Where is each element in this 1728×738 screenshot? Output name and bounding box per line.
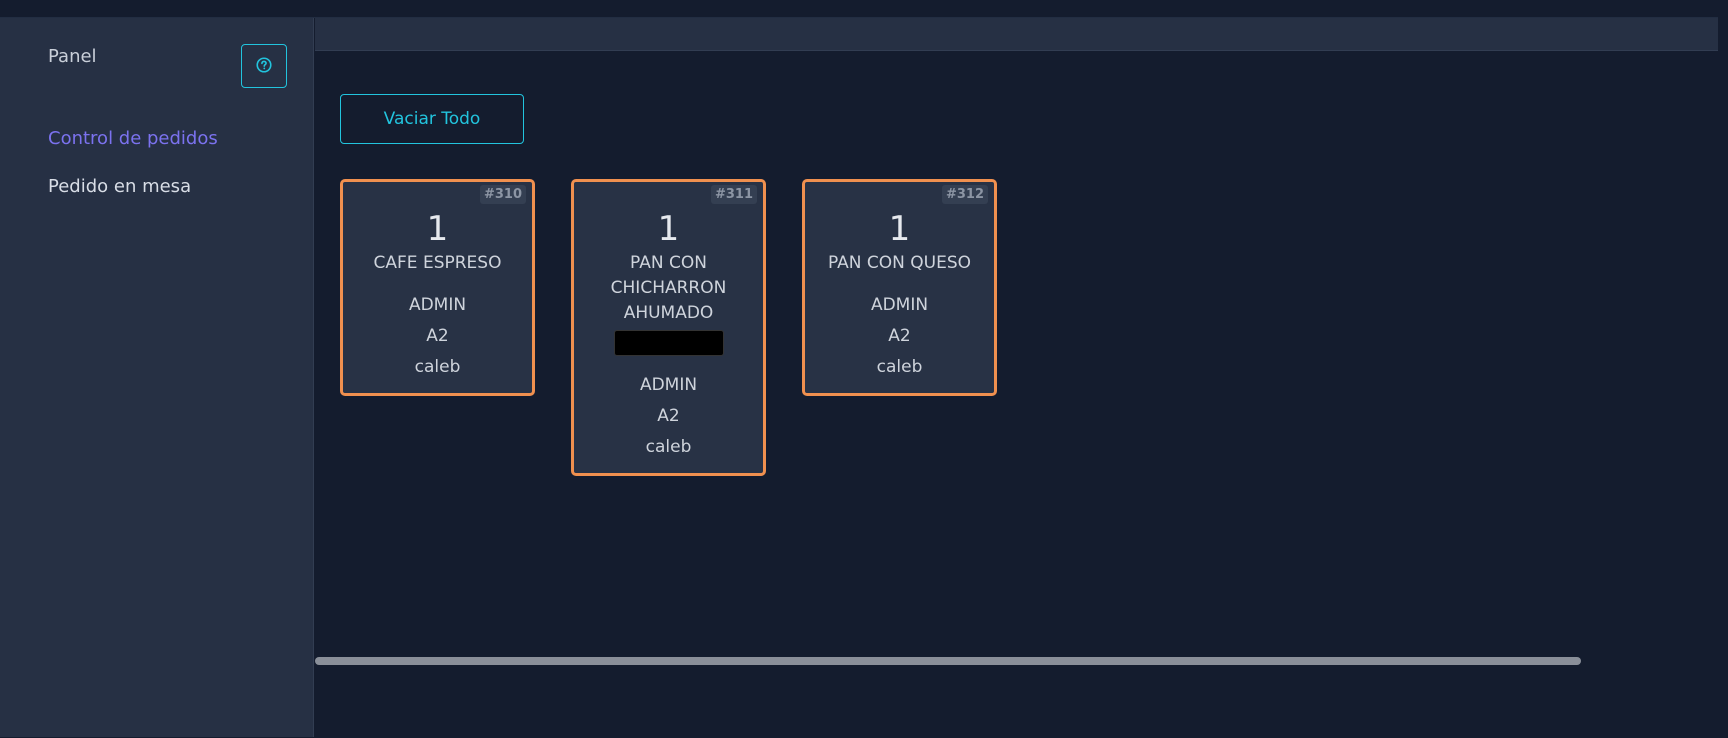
order-quantity: 1: [657, 209, 680, 249]
order-note-field: [613, 330, 724, 356]
order-table: A2: [426, 326, 449, 346]
order-item-name: PAN CON QUESO: [827, 253, 972, 273]
order-user: ADMIN: [408, 295, 467, 315]
order-card-311[interactable]: #311 1 PAN CON CHICHARRON AHUMADO ADMIN …: [571, 179, 766, 476]
main-content: Vaciar Todo #310 1 CAFE ESPRESO ADMIN A2…: [315, 51, 1718, 737]
help-button[interactable]: [241, 44, 287, 88]
question-circle-icon: [255, 56, 273, 77]
order-card-310[interactable]: #310 1 CAFE ESPRESO ADMIN A2 caleb: [340, 179, 535, 396]
top-bar: [315, 18, 1718, 51]
order-quantity: 1: [888, 209, 911, 249]
app-window: Panel Control de pedidos Pedido en mesa …: [0, 17, 1718, 737]
order-table: A2: [657, 406, 680, 426]
order-waiter: caleb: [414, 357, 461, 377]
order-number-badge: #310: [479, 185, 526, 204]
sidebar-item-control-de-pedidos[interactable]: Control de pedidos: [48, 128, 218, 149]
order-table: A2: [888, 326, 911, 346]
horizontal-scrollbar[interactable]: [315, 657, 1581, 665]
sidebar-item-pedido-en-mesa[interactable]: Pedido en mesa: [48, 176, 192, 197]
sidebar: Panel Control de pedidos Pedido en mesa: [0, 18, 314, 737]
order-number-badge: #312: [941, 185, 988, 204]
order-waiter: caleb: [645, 437, 692, 457]
order-user: ADMIN: [870, 295, 929, 315]
order-quantity: 1: [426, 209, 449, 249]
order-waiter: caleb: [876, 357, 923, 377]
order-user: ADMIN: [639, 375, 698, 395]
clear-all-button[interactable]: Vaciar Todo: [340, 94, 524, 144]
panel-title: Panel: [48, 46, 97, 67]
order-number-badge: #311: [710, 185, 757, 204]
order-card-312[interactable]: #312 1 PAN CON QUESO ADMIN A2 caleb: [802, 179, 997, 396]
order-item-name: CAFE ESPRESO: [373, 253, 502, 273]
order-item-name: PAN CON CHICHARRON AHUMADO: [610, 253, 727, 323]
